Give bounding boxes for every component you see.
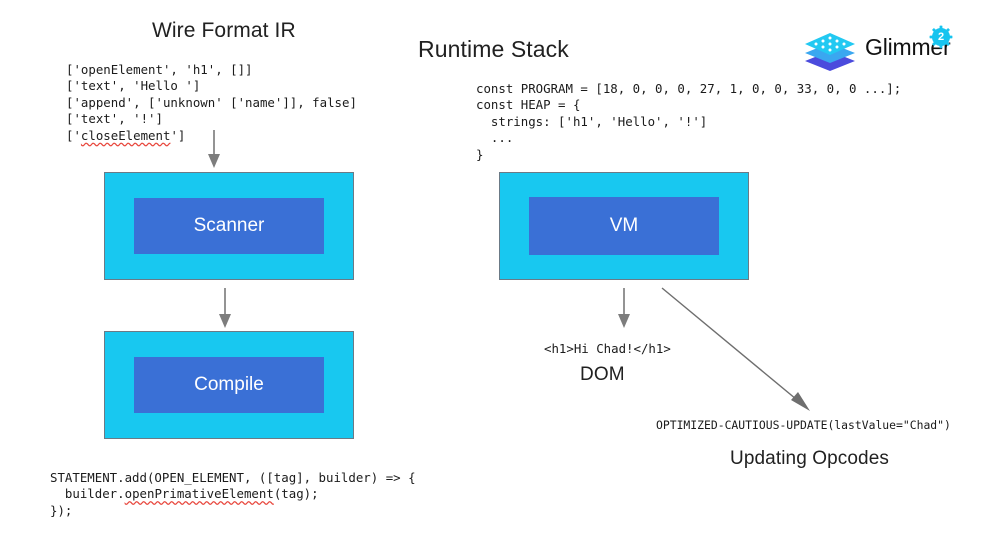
stage-box-compile[interactable]: Compile	[104, 331, 354, 439]
statement-code-line-misspelled: builder.openPrimativeElement(tag);	[50, 486, 319, 502]
spellcheck-token: closeElement	[80, 127, 171, 143]
arrow-scanner-to-compile	[215, 288, 235, 335]
spellcheck-token: openPrimativeElement	[124, 486, 274, 502]
wire-format-ir-code: ['openElement', 'h1', []] ['text', 'Hell…	[66, 62, 357, 144]
ir-code-line: ['text', 'Hello ']	[66, 78, 201, 94]
dom-output-markup: <h1>Hi Chad!</h1>	[544, 341, 671, 356]
runtime-code-line: }	[476, 146, 484, 162]
statement-add-code: STATEMENT.add(OPEN_ELEMENT, ([tag], buil…	[50, 470, 416, 519]
ir-code-line: ['append', ['unknown' ['name']], false]	[66, 94, 357, 110]
glimmer-version-badge-icon: 2	[929, 25, 953, 54]
updating-opcode-call: OPTIMIZED-CAUTIOUS-UPDATE(lastValue="Cha…	[656, 418, 951, 432]
runtime-code-line: strings: ['h1', 'Hello', '!']	[476, 113, 708, 129]
statement-code-line: STATEMENT.add(OPEN_ELEMENT, ([tag], buil…	[50, 470, 416, 485]
statement-code-line: });	[50, 502, 73, 518]
wire-format-ir-title: Wire Format IR	[152, 19, 296, 42]
arrow-vm-to-dom	[614, 288, 634, 335]
stage-label-compile: Compile	[134, 357, 324, 413]
runtime-code-line: const PROGRAM = [18, 0, 0, 0, 27, 1, 0, …	[476, 81, 902, 96]
ir-code-line: ['text', '!']	[66, 111, 163, 127]
updating-opcodes-label: Updating Opcodes	[730, 448, 889, 469]
glimmer-badge-number: 2	[937, 31, 945, 43]
glimmer-layers-icon	[803, 31, 857, 78]
stage-box-vm[interactable]: VM	[499, 172, 749, 280]
runtime-code-line: const HEAP = {	[476, 97, 581, 113]
runtime-stack-title: Runtime Stack	[418, 36, 569, 62]
dom-label: DOM	[580, 364, 625, 385]
stage-label-vm: VM	[529, 197, 719, 255]
ir-code-line-misspelled: ['closeElement']	[66, 127, 186, 143]
arrow-ir-to-scanner	[204, 130, 224, 175]
arrow-vm-to-opcodes	[660, 286, 820, 421]
stage-box-scanner[interactable]: Scanner	[104, 172, 354, 280]
stage-label-scanner: Scanner	[134, 198, 324, 254]
runtime-code-line: ...	[476, 130, 514, 146]
runtime-program-heap-code: const PROGRAM = [18, 0, 0, 0, 27, 1, 0, …	[476, 81, 901, 163]
glimmer-logo: Glimmer 2	[803, 25, 953, 73]
ir-code-line: ['openElement', 'h1', []]	[66, 62, 253, 77]
